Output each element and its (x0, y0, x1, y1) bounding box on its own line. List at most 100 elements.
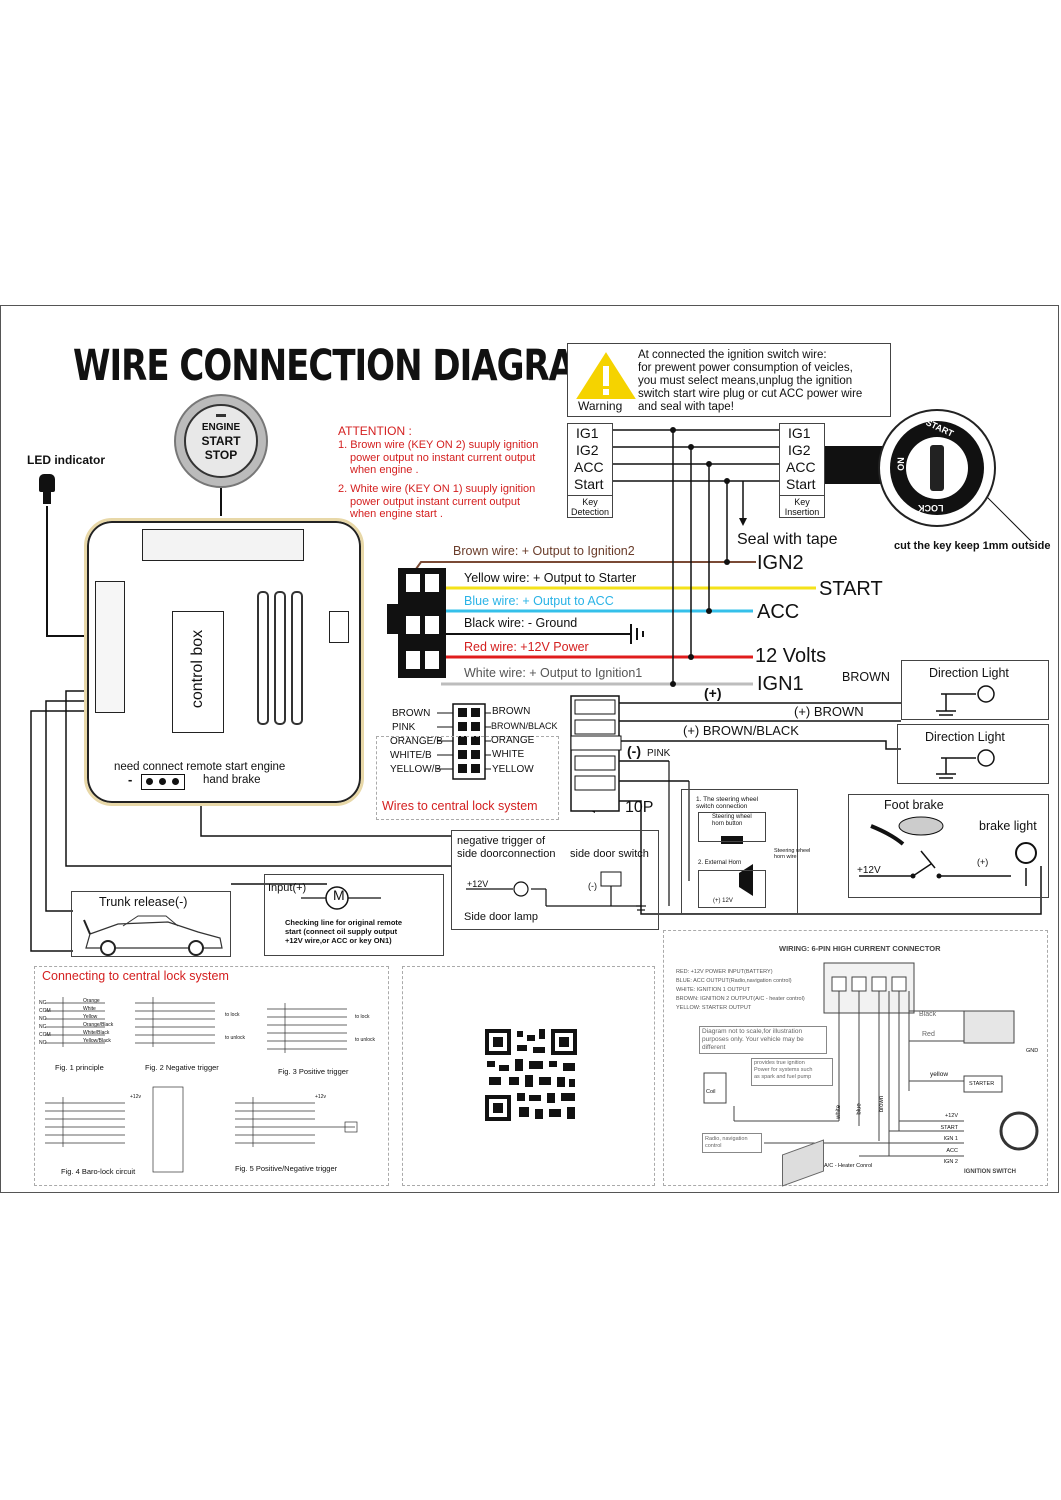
attention-heading: ATTENTION : (338, 424, 412, 438)
fig3-to-lock: to lock (355, 1014, 370, 1020)
six-pin-coil: Coil (706, 1089, 716, 1095)
wire-black-label: Black wire: - Ground (464, 616, 578, 630)
diagram-sheet: WIRE CONNECTION DIAGRAM Warning At conne… (0, 305, 1059, 1193)
plus-brown-black-label: (+) BROWN/BLACK (683, 723, 799, 738)
qr-code-icon (483, 1027, 579, 1123)
wire-brown-label: Brown wire: + Output to Ignition2 (453, 544, 635, 558)
central-lock-panel: Connecting to central lock system (34, 966, 389, 1186)
page-title: WIRE CONNECTION DIAGRAM (73, 341, 608, 391)
brake-12v-label: +12V (857, 865, 881, 876)
six-pin-gnd: GND (1026, 1048, 1039, 1054)
direction-light-2-label: Direction Light (925, 730, 1005, 744)
minus-sign-pink: (-) (627, 743, 641, 759)
qr-panel (402, 966, 655, 1186)
button-text-start: START (201, 434, 241, 448)
wire-red-label: Red wire: +12V Power (464, 640, 589, 654)
fig2-caption: Fig. 2 Negative trigger (145, 1063, 219, 1072)
central-lock-title: Connecting to central lock system (42, 969, 229, 983)
six-pin-legend: RED: +12V POWER INPUT(BATTERY)BLUE: ACC … (676, 969, 805, 1011)
bulb-icon (977, 685, 995, 767)
side-door-switch-label: side door switch (570, 848, 649, 860)
led-icon (39, 474, 55, 492)
terminal-12v: 12 Volts (755, 645, 827, 667)
fig5-caption: Fig. 5 Positive/Negative trigger (235, 1164, 338, 1173)
warning-text: At connected the ignition switch wire: f… (638, 349, 863, 413)
terminal-ign1: IGN1 (757, 673, 804, 695)
warning-box: Warning At connected the ignition switch… (567, 343, 891, 417)
trunk-release-box: Trunk release(-) (71, 891, 231, 957)
seal-with-tape-label: Seal with tape (737, 531, 838, 548)
fig5-12v: +12v (315, 1094, 326, 1100)
input-plus-label: Input(+) (268, 882, 307, 894)
warning-label: Warning (578, 399, 623, 413)
foot-brake-label: Foot brake (884, 798, 944, 812)
central-lock-caption: Wires to central lock system (382, 799, 538, 813)
10p-label: 10P (625, 799, 654, 816)
attention-note-1: 1. Brown wire (KEY ON 2) suuply ignition… (338, 439, 539, 476)
horn-12v-label: (+) 12V (713, 898, 733, 904)
lock-on-label: ON (895, 457, 906, 471)
brake-light-label: brake light (979, 819, 1037, 833)
wire-white-label: White wire: + Output to Ignition1 (464, 666, 643, 680)
six-pin-white: white (836, 1104, 843, 1120)
car-icon (83, 915, 223, 956)
external-horn-label: 2. External Horn (698, 860, 742, 866)
engine-start-stop-button[interactable]: ENGINE START STOP (174, 394, 268, 488)
control-box-label-plate: control box (172, 611, 224, 733)
fig2-to-unlock: to unlock (225, 1035, 246, 1041)
ignition-lock-icon: START ON LOCK (878, 409, 996, 527)
side-door-minus-label: (-) (588, 881, 597, 891)
warning-icon (576, 352, 636, 399)
brake-plus-label: (+) (977, 857, 989, 867)
brown-label-1: BROWN (842, 670, 890, 684)
fig4-12v: +12v (130, 1094, 141, 1100)
six-pin-blue: blue (856, 1103, 863, 1115)
central-lock-wires-group (376, 736, 559, 820)
control-box-label: control box (189, 629, 206, 709)
attention-note-2: 2. White wire (KEY ON 1) suuply ignition… (338, 483, 536, 520)
six-pin-starter: STARTER (969, 1081, 995, 1087)
direction-light-box-1: Direction Light (901, 660, 1049, 720)
fig1-caption: Fig. 1 principle (55, 1063, 104, 1072)
button-text-stop: STOP (204, 448, 238, 462)
motor-icon: M (333, 887, 345, 903)
wire-blue-label: Blue wire: + Output to ACC (464, 594, 614, 608)
six-pin-brown: brown (879, 1095, 886, 1113)
trunk-release-label: Trunk release(-) (99, 895, 188, 909)
terminal-ign2: IGN2 (757, 552, 804, 574)
plus-brown-label: (+) BROWN (794, 704, 864, 719)
fig3-to-unlock: to unlock (355, 1037, 376, 1043)
led-indicator-label: LED indicator (27, 453, 106, 467)
side-door-lamp-label: Side door lamp (464, 911, 538, 923)
button-text-engine: ENGINE (201, 422, 241, 433)
lock-lock-label: LOCK (918, 503, 944, 513)
direction-light-1-label: Direction Light (929, 666, 1009, 680)
wire-yellow-label: Yellow wire: + Output to Starter (464, 571, 637, 585)
fig4-caption: Fig. 4 Baro-lock circuit (61, 1167, 136, 1176)
control-box: control box need connect remote start en… (84, 518, 364, 806)
six-pin-black: Black (919, 1011, 937, 1018)
pink-label: PINK (647, 748, 671, 759)
cut-key-note: cut the key keep 1mm outside (894, 540, 1051, 552)
hand-brake-jumper[interactable] (141, 774, 185, 790)
key-insertion-caption: Key Insertion (784, 497, 820, 517)
fig2-to-lock: to lock (225, 1012, 240, 1018)
fig3-caption: Fig. 3 Positive trigger (278, 1067, 349, 1076)
input-box: Input(+) M Checking line for original re… (264, 874, 444, 956)
remote-start-note: need connect remote start engine (114, 761, 286, 773)
key-insertion-box: IG1 IG2 ACC Start Key Insertion (779, 423, 825, 518)
six-pin-yellow: yellow (930, 1071, 949, 1078)
six-pin-title: WIRING: 6-PIN HIGH CURRENT CONNECTOR (779, 944, 941, 953)
six-pin-red: Red (922, 1031, 935, 1038)
